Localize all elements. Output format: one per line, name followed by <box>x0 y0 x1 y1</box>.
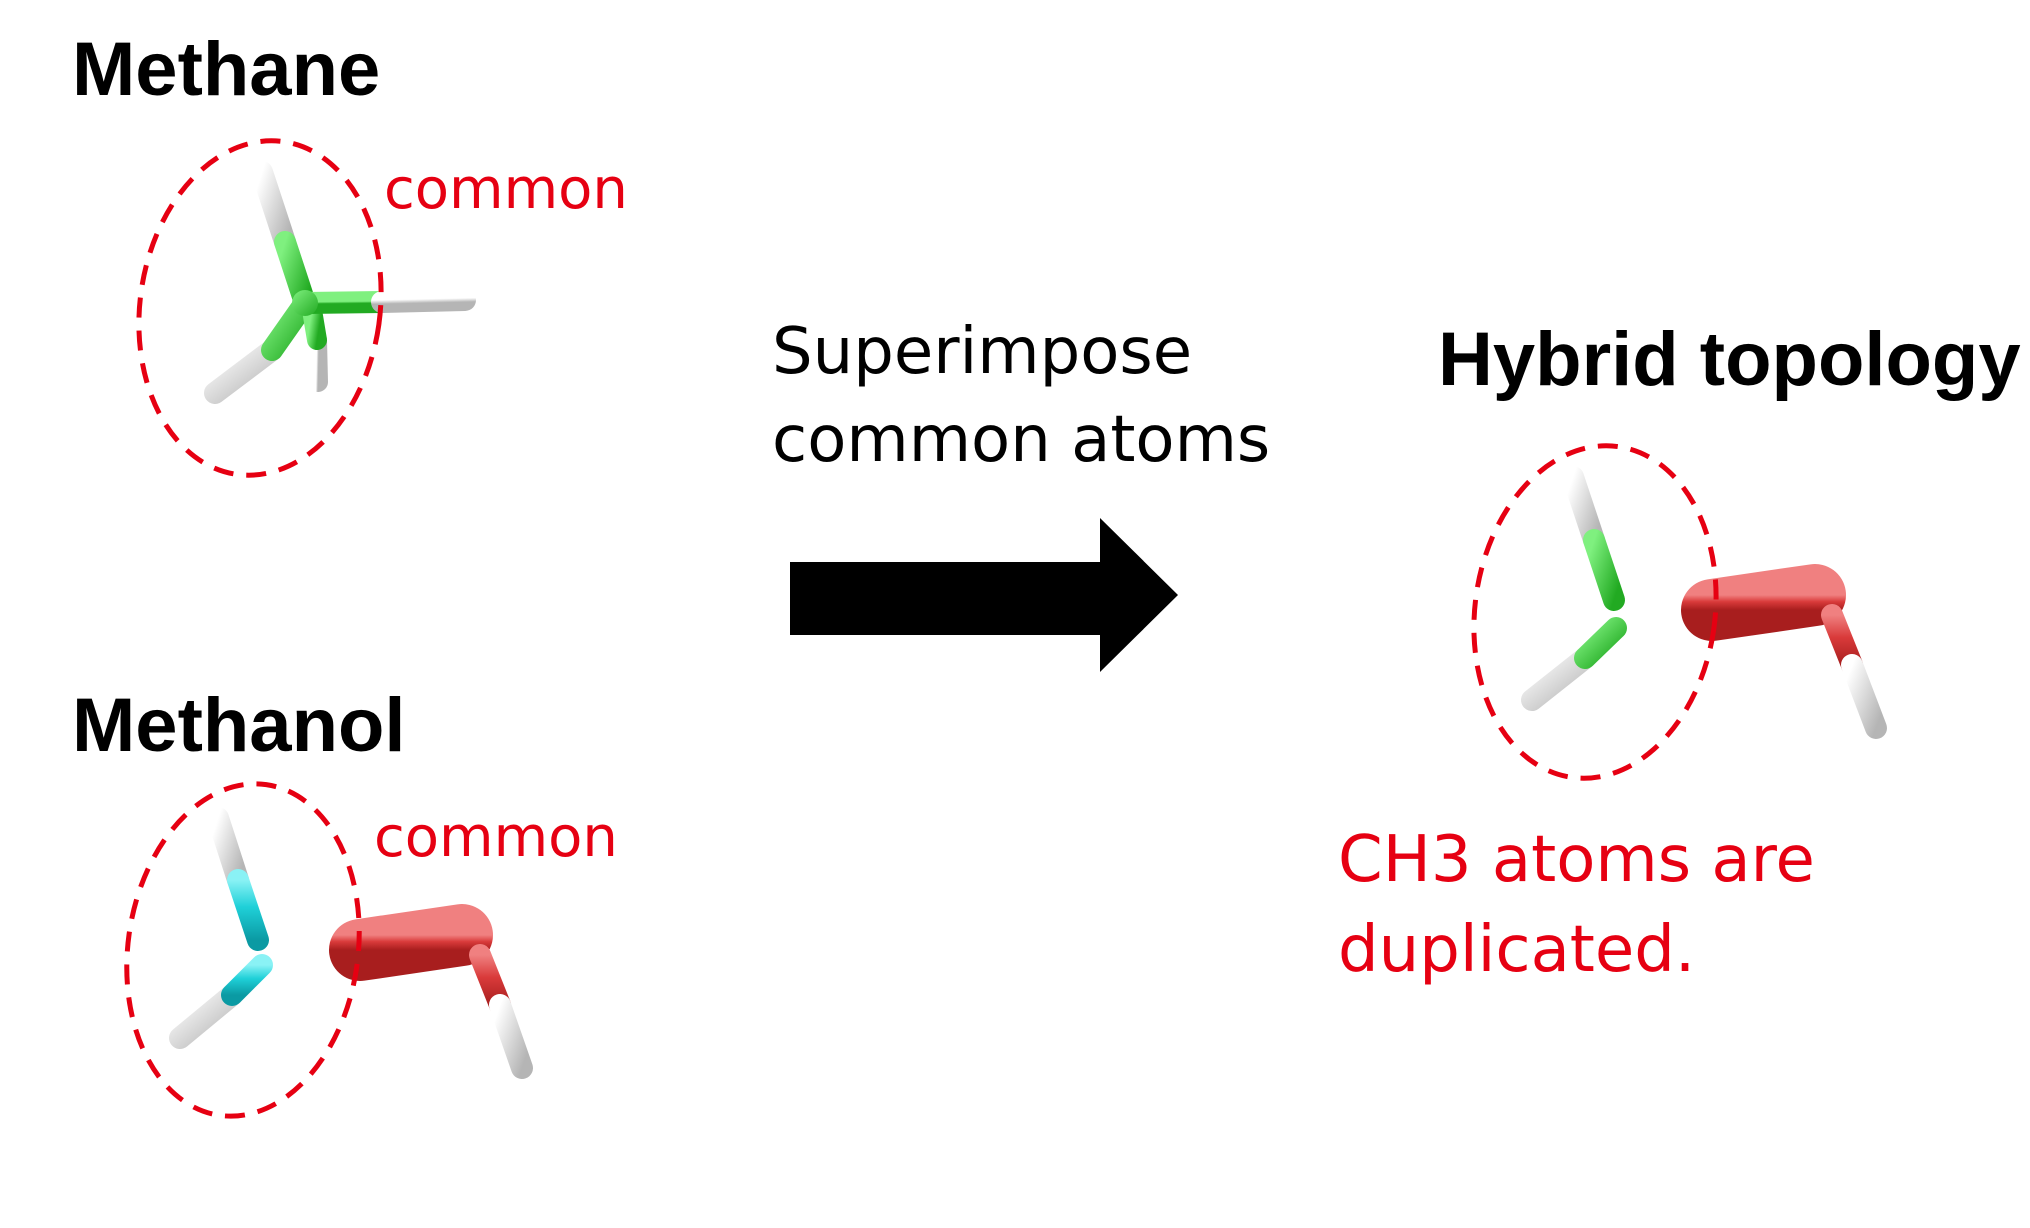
hybrid-o-h-bond <box>1841 654 1887 739</box>
hybrid-molecule <box>1521 466 1887 739</box>
methanol-h-bond-left <box>169 984 243 1049</box>
hybrid-h-bond-up <box>1562 466 1605 551</box>
methanol-o-h-bond <box>489 994 533 1079</box>
methane-carbon-atom <box>292 290 318 316</box>
methane-h-bond-right <box>371 289 476 313</box>
hybrid-h-bond-left <box>1521 647 1596 711</box>
methane-h-bond-left <box>204 339 283 404</box>
methane-h-bond-down-green <box>302 300 327 350</box>
hybrid-common-highlight <box>1471 443 1719 781</box>
methanol-title: Methanol <box>72 683 406 768</box>
methane-common-label: common <box>384 157 628 222</box>
methane-common-highlight <box>136 138 384 478</box>
methanol-common-label: common <box>374 805 618 870</box>
transform-caption-line-2: common atoms <box>772 403 1271 477</box>
hybrid-title: Hybrid topology <box>1438 317 2021 402</box>
methane-title: Methane <box>72 27 381 112</box>
methanol-common-highlight <box>124 781 362 1119</box>
methanol-molecule <box>169 807 533 1079</box>
hybrid-c-o-bond-red <box>1681 564 1846 641</box>
hybrid-note-line-1: CH3 atoms are <box>1338 823 1815 897</box>
methanol-c-o-bond-red <box>329 904 493 981</box>
methane-h-bond-up <box>251 161 296 253</box>
hybrid-note-line-2: duplicated. <box>1338 913 1696 987</box>
methane-molecule <box>204 161 476 404</box>
transform-caption-line-1: Superimpose <box>772 315 1193 389</box>
transform-arrow <box>790 518 1178 672</box>
